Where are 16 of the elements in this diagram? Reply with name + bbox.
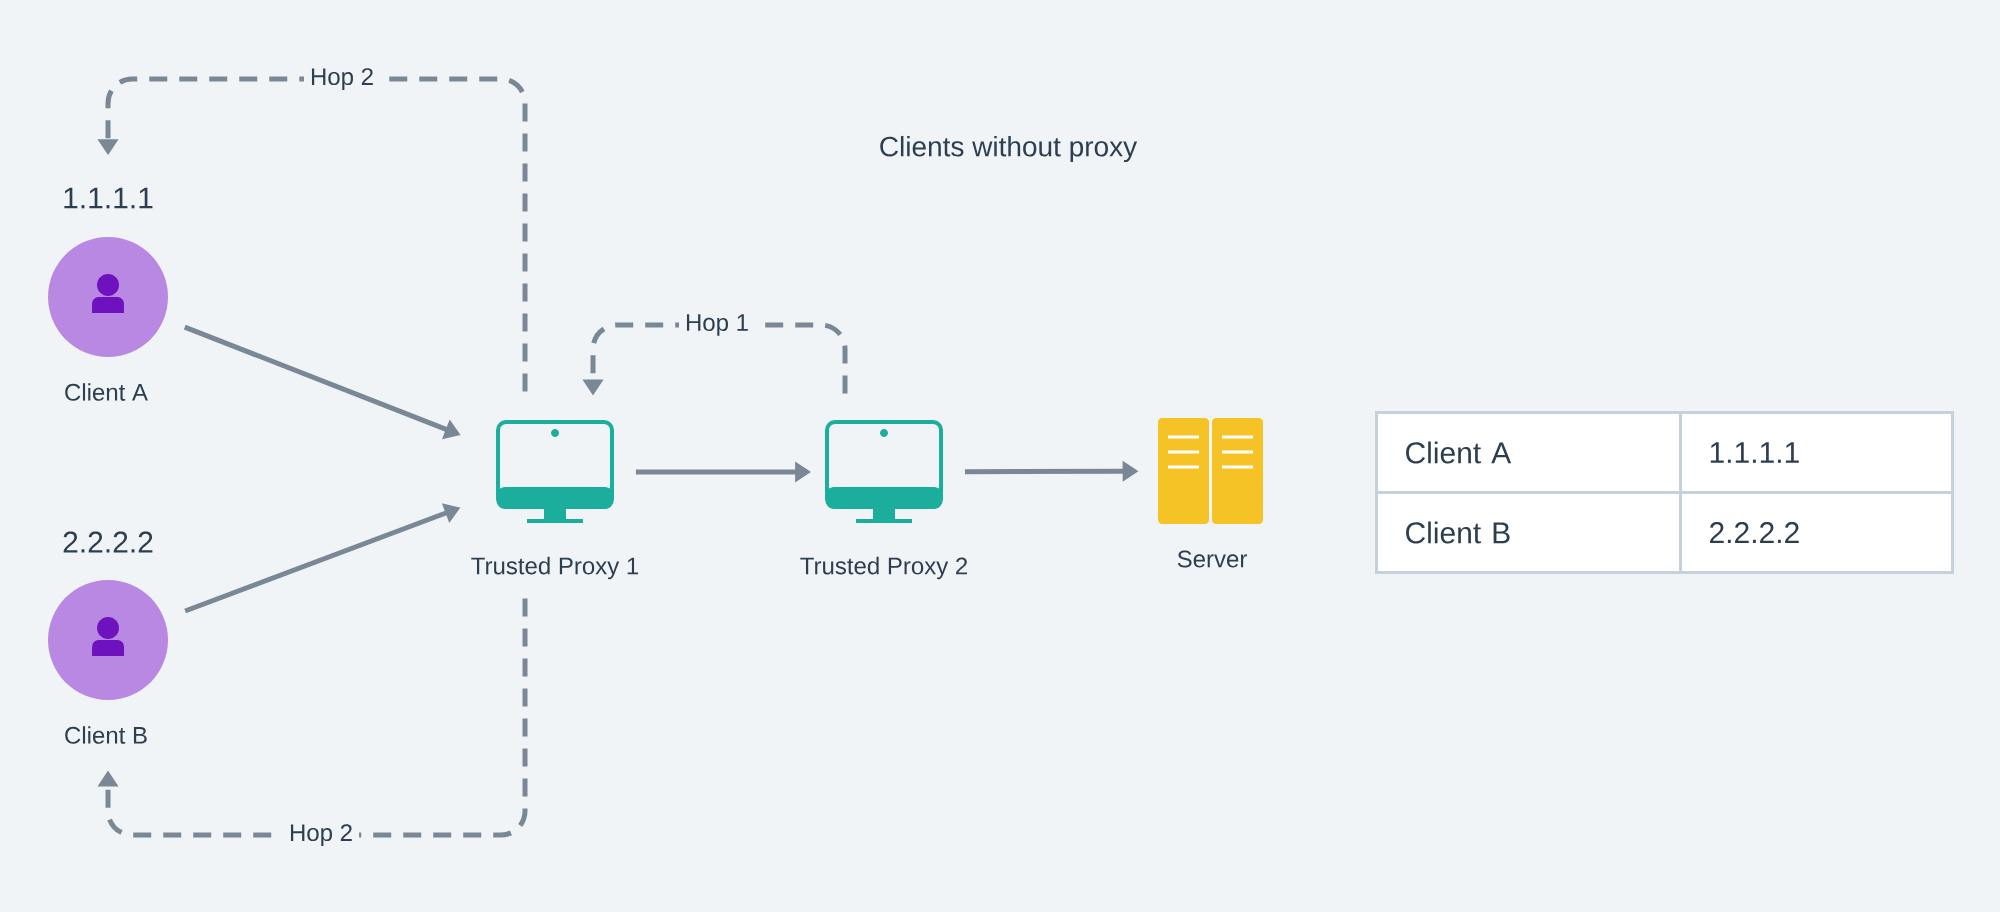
table-cell: 2.2.2.2 — [1679, 491, 1955, 574]
node-label: Client A — [65, 383, 148, 401]
table-cell: 1.1.1.1 — [1679, 411, 1955, 494]
node-label: Client B — [65, 726, 147, 744]
edge-label: Hop 2 — [283, 818, 360, 852]
table-cell: Client A — [1375, 411, 1682, 494]
arrow — [97, 598, 528, 838]
node-label: Server — [1177, 550, 1247, 568]
node-label: Trusted Proxy 1 — [471, 556, 639, 580]
title: Clients without proxy — [880, 135, 1138, 163]
table-cell: Client B — [1375, 491, 1682, 574]
ip-label: 1.1.1.1 — [64, 187, 153, 209]
edge-label: Hop 1 — [679, 308, 756, 342]
edge-label: Hop 2 — [304, 62, 381, 96]
ip-label: 2.2.2.2 — [63, 531, 153, 553]
node-label: Trusted Proxy 2 — [800, 556, 968, 580]
